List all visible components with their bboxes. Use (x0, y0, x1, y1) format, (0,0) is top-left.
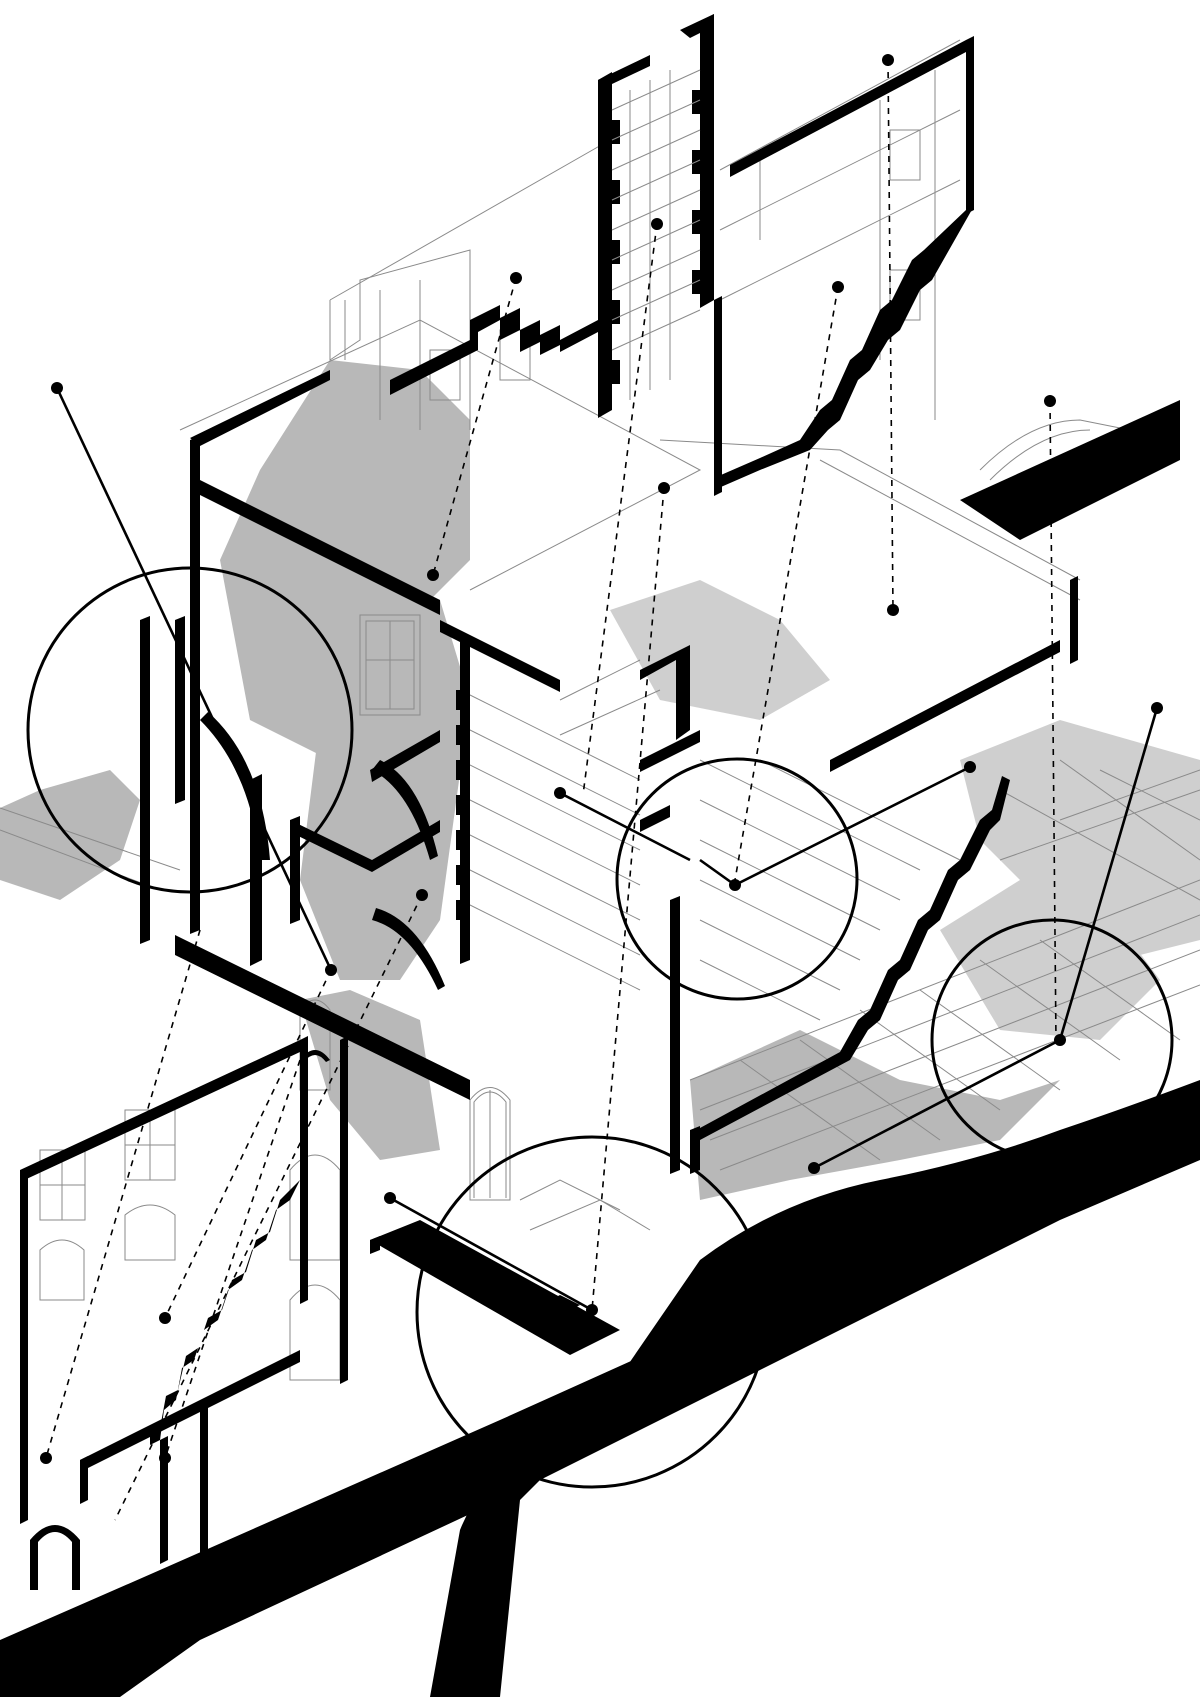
far-right-plinth (960, 400, 1180, 540)
central-plinth-slab (370, 1220, 620, 1355)
leader-dots (40, 54, 1163, 1464)
lower-left-arch (30, 1525, 80, 1590)
upper-right-wall (966, 36, 974, 214)
right-box-top-wall (830, 640, 1060, 772)
marker-dot (416, 889, 428, 901)
dashed-leaders (45, 59, 1057, 1521)
marker-dot (554, 787, 566, 799)
main-box-roof-edge (200, 480, 440, 615)
marker-dot (40, 1452, 52, 1464)
marker-dot (658, 482, 670, 494)
top-tower-wall-right (700, 14, 714, 308)
left-ground-shadow (0, 770, 140, 900)
callout-ring-lower (415, 1135, 769, 1489)
callout-ring-left (26, 566, 354, 894)
marker-dot (808, 1162, 820, 1174)
stepped-roof-edge (390, 305, 598, 395)
right-ground-wash (940, 880, 1160, 1040)
marker-dot (384, 1192, 396, 1204)
marker-dot (586, 1304, 598, 1316)
ground-ribbon-lower (0, 1090, 1200, 1697)
central-tower-right-wall (670, 896, 680, 1174)
lower-court-shadow (690, 1030, 1060, 1200)
back-facade-outline (329, 249, 471, 361)
upper-right-stair (714, 206, 974, 490)
callout-rings (26, 566, 1174, 1489)
solid-leaders (55, 387, 1159, 1312)
marker-dot (159, 1452, 171, 1464)
section-poche (0, 14, 1200, 1697)
marker-dot (964, 761, 976, 773)
lower-left-stair (150, 1180, 300, 1445)
marker-dot (159, 1312, 171, 1324)
arched-door (469, 1087, 511, 1201)
ground-grid (689, 759, 1200, 1171)
marker-dot (729, 879, 741, 891)
marker-dot (427, 569, 439, 581)
callout-ring-stair (615, 757, 859, 1001)
marker-dot (51, 382, 63, 394)
stair-treads (699, 759, 961, 1021)
callout-ring-right (930, 918, 1174, 1162)
tower-floors (459, 659, 661, 991)
ramp-shadow (610, 580, 830, 720)
lower-left-roof-line (20, 1040, 300, 1182)
marker-dot (510, 272, 522, 284)
marker-dot (1151, 702, 1163, 714)
main-box-left-wall (190, 436, 200, 934)
arch-cut-left (200, 712, 270, 860)
marker-dot (651, 218, 663, 230)
main-box-floor-slab (175, 935, 470, 1100)
marker-dot (887, 604, 899, 616)
right-field-shadow (960, 720, 1200, 960)
marker-dot (882, 54, 894, 66)
window-upper-left (359, 614, 421, 716)
marker-dot (832, 281, 844, 293)
top-tower-wall-left (598, 72, 612, 418)
marker-dot (325, 964, 337, 976)
background-linework (0, 39, 1200, 1381)
marker-dot (1054, 1034, 1066, 1046)
tower-grid (611, 69, 701, 400)
marker-dot (1044, 395, 1056, 407)
